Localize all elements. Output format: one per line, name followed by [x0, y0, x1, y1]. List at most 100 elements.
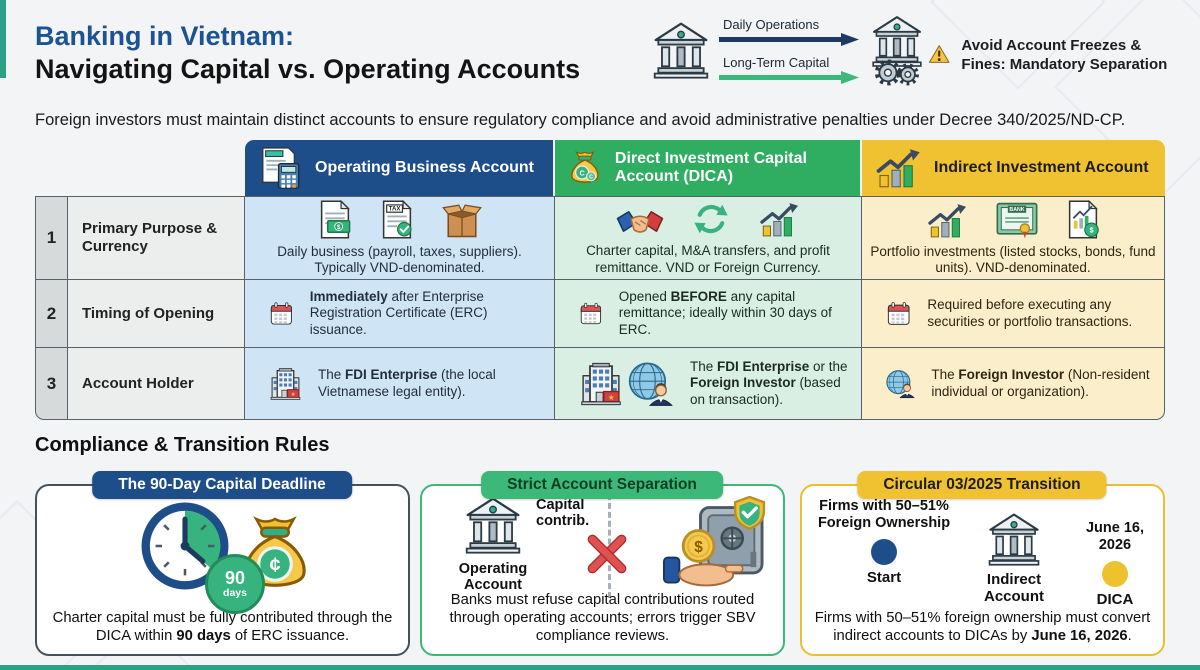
svg-text:C: C: [589, 174, 593, 180]
green-arrow-icon: [719, 70, 859, 84]
row-number: 1: [35, 196, 68, 280]
package-icon: [442, 204, 482, 239]
timeline-end-caption: DICA: [1096, 591, 1134, 609]
calendar-icon: [269, 292, 294, 336]
cell-operating-purpose: Daily business (payroll, taxes, supplier…: [245, 196, 555, 280]
timeline-end-label: June 16, 2026: [1085, 520, 1145, 553]
long-term-capital-label: Long-Term Capital: [723, 54, 830, 70]
cycle-arrows-icon: [692, 200, 730, 238]
cell-text: Portfolio investments (listed stocks, bo…: [870, 243, 1156, 275]
building-flag-icon: [269, 360, 302, 408]
document-dollar-icon: [1066, 200, 1100, 239]
column-header-indirect: Indirect Investment Account: [862, 140, 1165, 196]
deadline-graphic: ¢ 90 days: [37, 498, 408, 614]
cell-icons: [616, 200, 800, 238]
globe-person-icon: [886, 360, 915, 408]
growth-bars-icon: [758, 201, 800, 238]
card-title-90-day-deadline: The 90-Day Capital Deadline: [92, 471, 352, 499]
account-flow-graphic: Daily Operations Long-Term Capital: [652, 14, 926, 86]
timeline-start-caption: Start: [866, 569, 902, 587]
column-header-label: Indirect Investment Account: [934, 159, 1149, 177]
badge-value: 90: [224, 567, 246, 588]
growth-chart-icon: [874, 147, 922, 189]
warning-triangle-icon: [928, 36, 950, 72]
column-header-dica: C C Direct Investment Capital Account (D…: [555, 140, 862, 196]
warning-text: Avoid Account Freezes & Fines: Mandatory…: [961, 37, 1168, 74]
timeline-start: Firms with 50–51% Foreign Ownership Star…: [808, 498, 960, 587]
timeline-start-dot: [871, 539, 897, 566]
subtitle: Foreign investors must maintain distinct…: [35, 111, 1126, 129]
teal-accent-bar: [0, 0, 6, 78]
bank-icon: [987, 510, 1041, 568]
card-title-account-separation: Strict Account Separation: [481, 471, 723, 499]
globe-person-icon: [628, 362, 674, 406]
cell-dica-timing: Opened BEFORE any capital remittance; id…: [555, 280, 862, 348]
90-days-badge: 90 days: [205, 554, 265, 614]
card-90-day-deadline: ¢ 90 days Charter capital must be fully …: [35, 484, 410, 656]
building-flag-icon: [579, 362, 623, 406]
tax-document-check-icon: [380, 200, 414, 239]
column-header-label: Operating Business Account: [315, 159, 534, 177]
page-title: Banking in Vietnam: Navigating Capital v…: [35, 20, 580, 86]
row-number: 3: [35, 348, 68, 420]
cell-text: The FDI Enterprise or the Foreign Invest…: [690, 359, 848, 407]
column-header-label: Direct Investment Capital Account (DICA): [614, 150, 807, 185]
timeline-end-dot: [1102, 561, 1128, 588]
cell-indirect-holder: The Foreign Investor (Non-resident indiv…: [862, 348, 1165, 420]
cell-text: Required before executing any securities…: [927, 297, 1133, 329]
transition-text: Firms with 50–51% foreign ownership must…: [814, 609, 1151, 644]
cell-icons: [926, 200, 1100, 239]
navy-arrow-icon: [719, 32, 859, 46]
cell-dica-purpose: Charter capital, M&A transfers, and prof…: [555, 196, 862, 280]
cell-operating-holder: The FDI Enterprise (the local Vietnamese…: [245, 348, 555, 420]
cell-text: Immediately after Enterprise Registratio…: [309, 289, 488, 337]
svg-text:C: C: [580, 168, 586, 177]
cell-text: The Foreign Investor (Non-resident indiv…: [931, 367, 1150, 399]
cell-text: Opened BEFORE any capital remittance; id…: [618, 289, 832, 337]
bank-gears-icon: [868, 14, 926, 86]
timeline-end: June 16, 2026 DICA: [1068, 520, 1162, 609]
cell-icons: [318, 200, 482, 239]
title-line-2: Navigating Capital vs. Operating Account…: [35, 53, 581, 84]
row-label-account-holder: Account Holder: [68, 348, 245, 420]
separation-text: Banks must refuse capital contributions …: [449, 591, 756, 644]
cell-dica-holder: The FDI Enterprise or the Foreign Invest…: [555, 348, 862, 420]
comparison-table: Operating Business Account C C Direct In…: [35, 140, 1165, 420]
calendar-icon: [886, 292, 911, 336]
cell-operating-timing: Immediately after Enterprise Registratio…: [245, 280, 555, 348]
invoice-calculator-icon: [257, 146, 303, 190]
row-label-timing: Timing of Opening: [68, 280, 245, 348]
card-account-separation: Capital contrib. Operating Account Banks…: [420, 484, 785, 656]
cell-indirect-purpose: Portfolio investments (listed stocks, bo…: [862, 196, 1165, 280]
growth-bars-icon: [926, 202, 968, 239]
cell-indirect-timing: Required before executing any securities…: [862, 280, 1165, 348]
handshake-icon: [616, 208, 664, 238]
capital-contrib-label: Capital contrib.: [536, 497, 590, 529]
daily-operations-label: Daily Operations: [723, 16, 820, 32]
cell-text: Daily business (payroll, taxes, supplier…: [277, 243, 522, 275]
cell-text: Charter capital, M&A transfers, and prof…: [586, 243, 830, 275]
money-bag-icon: C C: [567, 145, 603, 191]
invoice-money-icon: [318, 200, 352, 239]
svg-text:¢: ¢: [269, 555, 280, 577]
cell-text: The FDI Enterprise (the local Vietnamese…: [317, 367, 496, 399]
badge-unit: days: [223, 586, 247, 599]
timeline-middle-caption: Indirect Account: [984, 571, 1044, 605]
timeline-start-label: Firms with 50–51% Foreign Ownership: [817, 498, 951, 531]
column-header-operating: Operating Business Account: [245, 140, 555, 196]
red-x-icon: [585, 532, 629, 576]
header-spacer: [35, 140, 245, 196]
timeline-middle: Indirect Account: [962, 510, 1066, 605]
deadline-text: Charter capital must be fully contribute…: [52, 609, 393, 644]
money-bag-cent-icon: ¢: [235, 514, 315, 594]
title-line-1: Banking in Vietnam:: [35, 21, 295, 51]
teal-footer-bar: [0, 665, 1200, 670]
operating-account-label: Operating Account: [458, 561, 528, 593]
row-label-primary-purpose: Primary Purpose & Currency: [68, 196, 245, 280]
bank-icon: [652, 18, 710, 82]
card-circular-transition: Firms with 50–51% Foreign Ownership Star…: [800, 484, 1165, 656]
bank-icon: [464, 494, 522, 556]
cell-icons: [579, 362, 674, 406]
warning-callout: Avoid Account Freezes & Fines: Mandatory…: [928, 36, 1180, 74]
